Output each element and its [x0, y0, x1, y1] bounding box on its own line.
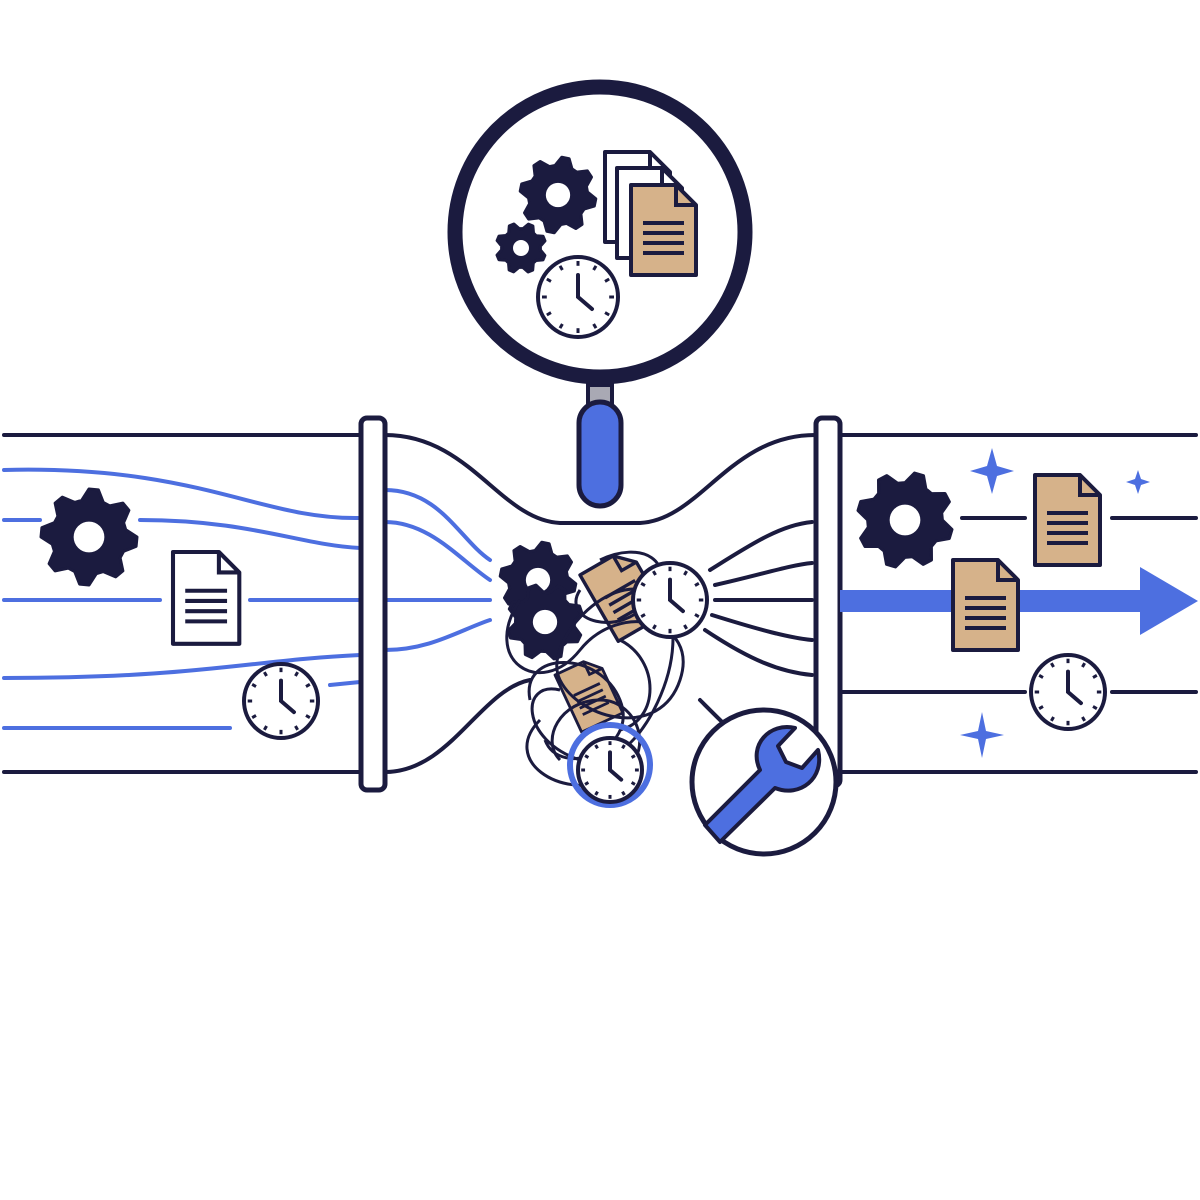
clock-icon	[576, 736, 644, 804]
tangled-ring	[567, 722, 653, 808]
gear-icon	[495, 222, 547, 274]
document-icon	[629, 183, 698, 277]
wrench-icon	[689, 707, 839, 857]
left-pipe-flange	[358, 415, 388, 793]
clock-icon	[536, 255, 620, 339]
sparkle-icon	[960, 448, 1150, 758]
pipe-outline	[2, 433, 1198, 774]
gear-icon	[518, 155, 598, 235]
clock-icon	[1029, 653, 1107, 731]
incoming-flow-lines	[2, 467, 492, 730]
clock-icon	[242, 662, 320, 740]
right-pipe-flange	[813, 415, 843, 789]
gear-icon	[856, 471, 954, 569]
document-icon	[173, 552, 239, 644]
clock-icon	[631, 561, 709, 639]
gear-icon	[39, 487, 139, 587]
outgoing-flow-lines	[703, 516, 1198, 694]
magnifying-glass-icon	[447, 79, 753, 509]
